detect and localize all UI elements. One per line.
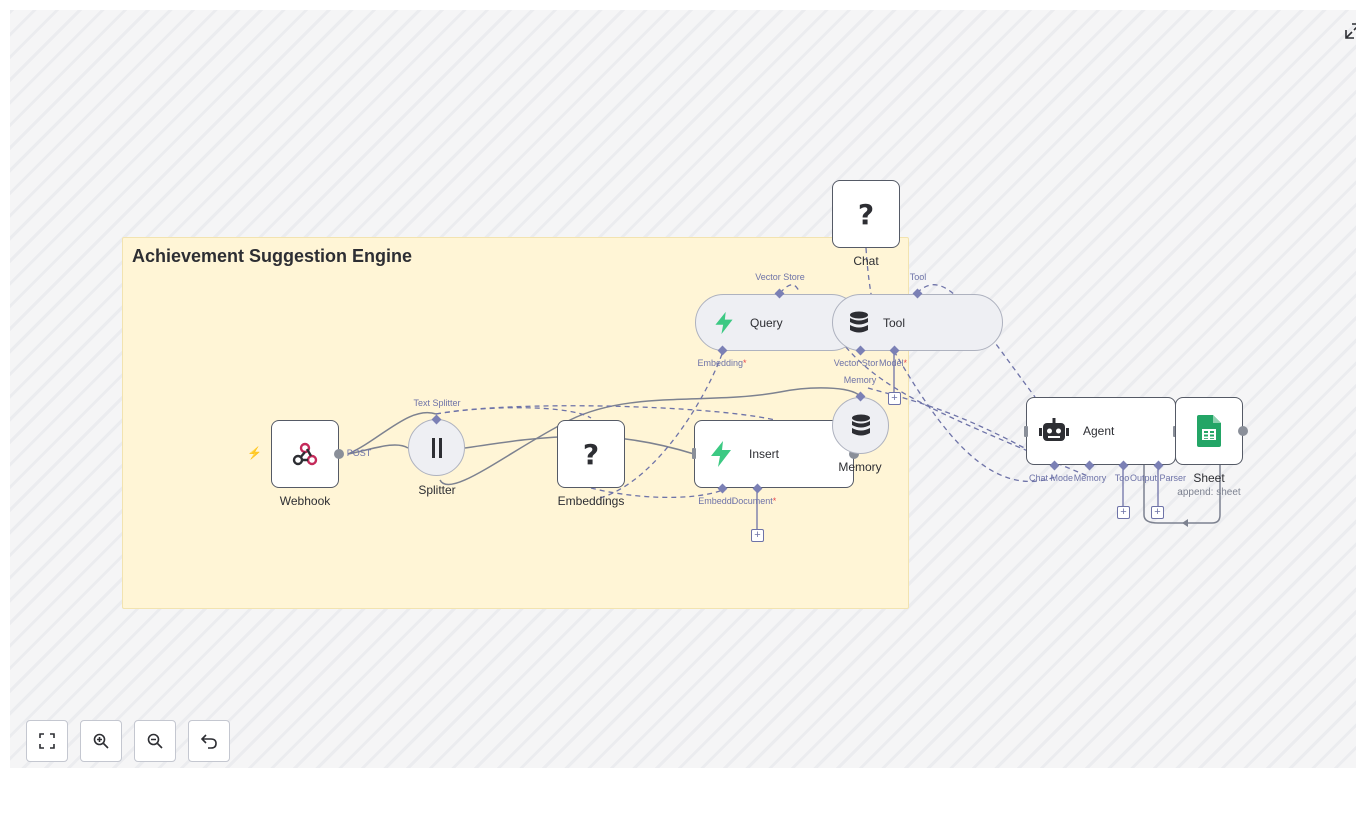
agent-input-handle[interactable] xyxy=(1024,426,1028,437)
google-sheets-icon xyxy=(1197,415,1221,447)
port-label-chat-model: Chat Mode xyxy=(1028,473,1074,483)
node-embeddings[interactable]: ? xyxy=(557,420,625,488)
subconnection-chat-tool xyxy=(865,247,875,311)
insert-output-handle[interactable] xyxy=(849,449,859,459)
robot-icon xyxy=(1039,418,1069,441)
node-webhook[interactable] xyxy=(271,420,339,488)
fit-view-icon xyxy=(39,733,55,749)
node-insert[interactable]: Insert xyxy=(694,420,854,488)
port-label-output-parser: Output Parser xyxy=(1129,473,1187,483)
node-sheet-label: Sheet xyxy=(1193,471,1225,485)
subconnection-splitter-insert xyxy=(435,405,776,421)
node-chat-label: Chat xyxy=(853,254,879,268)
fullscreen-icon[interactable] xyxy=(1345,23,1356,39)
connections-layer xyxy=(347,247,1221,529)
node-tool-label: Tool xyxy=(883,315,906,330)
node-embeddings-label: Embeddings xyxy=(557,494,625,508)
connection-webhook-splitter xyxy=(347,444,409,455)
port-label-tool: Tool xyxy=(909,272,927,282)
node-memory[interactable] xyxy=(832,397,889,454)
add-document-button[interactable]: + xyxy=(751,529,764,542)
undo-button[interactable] xyxy=(188,720,230,762)
node-agent[interactable]: Agent xyxy=(1026,397,1176,465)
port-label-insert-embedding: Embeddi xyxy=(698,496,734,506)
webhook-output-handle[interactable] xyxy=(334,449,344,459)
node-webhook-label: Webhook xyxy=(279,494,331,508)
question-icon: ? xyxy=(582,437,600,471)
subconnection-memory-agent xyxy=(867,387,1056,466)
trigger-bolt-icon: ⚡ xyxy=(247,446,262,460)
port-label-vector-store: Vector Store xyxy=(755,272,805,282)
zoom-out-icon xyxy=(147,733,163,749)
subconnection-embeddings-insert xyxy=(590,487,724,499)
node-splitter[interactable] xyxy=(408,419,465,476)
database-icon xyxy=(851,414,870,435)
port-label-tool-port: Too xyxy=(1114,473,1130,483)
zoom-in-button[interactable] xyxy=(80,720,122,762)
connection-webhook-splitter-alt xyxy=(347,411,437,455)
node-sheet-sublabel: append: sheet xyxy=(1177,487,1241,498)
connection-splitter-memory xyxy=(439,387,861,486)
port-label-embedding: Embedding* xyxy=(697,358,747,368)
zoom-to-fit-button[interactable] xyxy=(26,720,68,762)
insert-input-handle[interactable] xyxy=(692,448,696,459)
add-model-button[interactable]: + xyxy=(888,392,901,405)
zoom-in-icon xyxy=(93,733,109,749)
node-agent-label: Agent xyxy=(1083,424,1115,438)
node-tool[interactable]: Tool xyxy=(832,294,1003,351)
question-icon: ? xyxy=(857,197,875,231)
vector-store-bolt-icon xyxy=(715,311,733,334)
workflow-canvas[interactable]: Achievement Suggestion Engine xyxy=(10,10,1356,768)
add-tool-button[interactable]: + xyxy=(1117,506,1130,519)
port-label-vector-store-bottom: Vector Stor xyxy=(833,358,879,368)
text-splitter-icon xyxy=(431,437,442,458)
webhook-icon xyxy=(292,442,318,466)
subconnection-tool-agent xyxy=(916,284,1036,398)
port-label-memory-top: Memory xyxy=(843,375,877,385)
port-label-insert-document: Document* xyxy=(731,496,777,506)
port-label-model: Model* xyxy=(878,358,908,368)
node-insert-label: Insert xyxy=(749,447,780,461)
sheet-output-handle[interactable] xyxy=(1238,426,1248,436)
sticky-note-title: Achievement Suggestion Engine xyxy=(132,246,413,266)
undo-icon xyxy=(201,734,217,749)
node-chat[interactable]: ? xyxy=(832,180,900,248)
vector-store-bolt-icon xyxy=(711,441,731,467)
port-label-memory: Memory xyxy=(1073,473,1107,483)
subconnection-splitter-embeddings xyxy=(435,407,592,419)
port-label-post: POST xyxy=(346,448,372,458)
node-sheet[interactable] xyxy=(1175,397,1243,465)
zoom-out-button[interactable] xyxy=(134,720,176,762)
node-splitter-label: Splitter xyxy=(418,483,456,497)
node-memory-label: Memory xyxy=(838,460,882,474)
port-label-text-splitter: Text Splitter xyxy=(413,398,461,408)
connection-loop-arrow xyxy=(1182,519,1188,527)
node-query-label: Query xyxy=(750,315,783,330)
add-output-parser-button[interactable]: + xyxy=(1151,506,1164,519)
database-icon xyxy=(850,311,868,332)
